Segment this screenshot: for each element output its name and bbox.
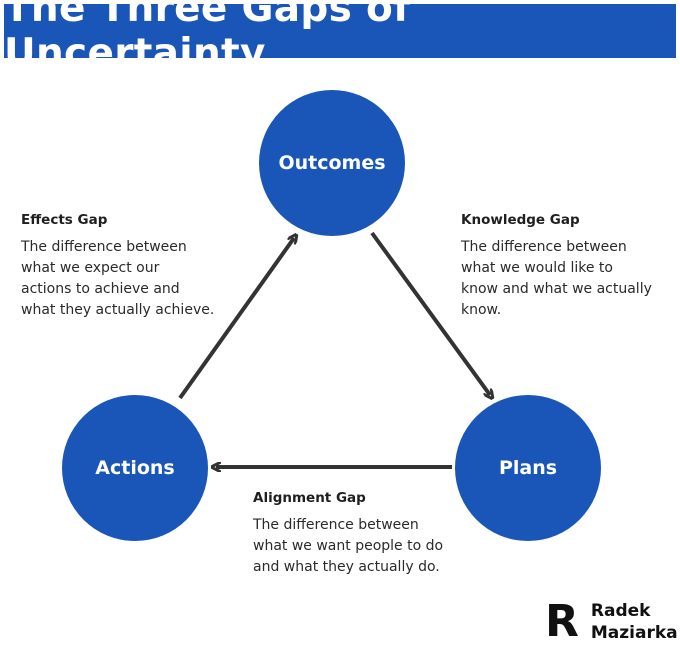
title-banner: The Three Gaps of Uncertainty <box>4 0 676 76</box>
alignment-gap-line: The difference between <box>253 517 419 533</box>
effects-gap-line: actions to achieve and <box>21 281 180 297</box>
arrow-actions-to-outcomes <box>178 238 294 400</box>
effects-gap-title: Effects Gap <box>21 212 108 228</box>
plans-label: Plans <box>498 457 558 479</box>
alignment-gap-line: what we want people to do <box>253 538 444 554</box>
knowledge-gap-block: Knowledge Gap The difference between wha… <box>461 212 661 321</box>
alignment-gap-block: Alignment Gap The difference between wha… <box>253 490 453 578</box>
effects-gap-block: Effects Gap The difference between what … <box>21 212 226 321</box>
outcomes-label: Outcomes <box>278 152 386 174</box>
plans-node: Plans <box>455 395 601 541</box>
effects-gap-line: what they actually achieve. <box>21 302 215 318</box>
brand-logo: R Radek Maziarka <box>545 600 678 644</box>
alignment-gap-line: and what they actually do. <box>253 559 440 575</box>
brand-first-name: Radek <box>590 601 651 621</box>
knowledge-gap-line: what we would like to <box>461 260 613 276</box>
effects-gap-description: The difference between what we expect ou… <box>21 237 226 321</box>
page-title: The Three Gaps of Uncertainty <box>4 0 411 76</box>
alignment-gap-title: Alignment Gap <box>253 490 366 506</box>
brand-name: Radek Maziarka <box>591 600 678 644</box>
knowledge-gap-line: know and what we actually <box>461 281 652 297</box>
actions-node: Actions <box>62 395 208 541</box>
alignment-gap-description: The difference between what we want peop… <box>253 515 453 578</box>
arrow-outcomes-to-plans <box>370 231 490 395</box>
effects-gap-line: The difference between <box>21 239 187 255</box>
knowledge-gap-description: The difference between what we would lik… <box>461 237 661 321</box>
outcomes-node: Outcomes <box>259 90 405 236</box>
effects-gap-line: what we expect our <box>21 260 160 276</box>
actions-label: Actions <box>95 457 175 479</box>
brand-last-name: Maziarka <box>590 623 678 643</box>
knowledge-gap-line: know. <box>461 302 502 318</box>
knowledge-gap-title: Knowledge Gap <box>461 212 580 228</box>
knowledge-gap-line: The difference between <box>461 239 627 255</box>
brand-mark-icon: R <box>545 596 579 647</box>
